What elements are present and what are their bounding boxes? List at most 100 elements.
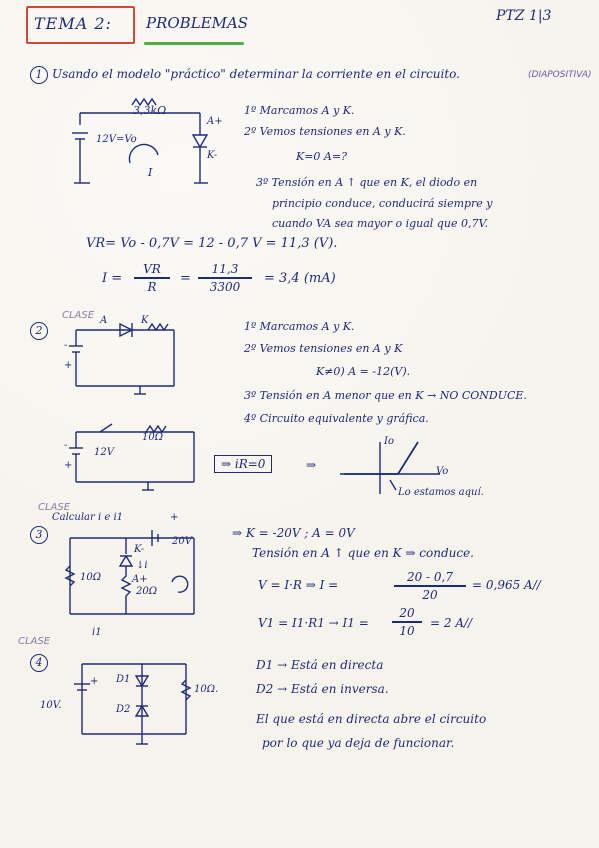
- graph-curve: [344, 441, 419, 475]
- c3-loop: [171, 575, 189, 593]
- c2-plus: +: [64, 360, 73, 371]
- p3-eq1-rhs: = 0,965 A//: [472, 578, 541, 592]
- page-subtitle: PROBLEMAS: [146, 14, 249, 32]
- p3-eq1-num: 20 - 0,7: [406, 570, 454, 584]
- p2-step-2: 2º Vemos tensiones en A y K: [244, 342, 403, 355]
- p1-step-6: cuando VA sea mayor o igual que 0,7V.: [272, 217, 488, 230]
- p3-eq2-rhs: = 2 A//: [430, 616, 473, 630]
- p4-line-1: D1 → Está en directa: [256, 658, 384, 672]
- p4-line-3: El que está en directa abre el circuito: [256, 712, 487, 726]
- p3-line-1: ⇒ K = -20V ; A = 0V: [232, 526, 355, 540]
- p3-eq1-den: 20: [422, 587, 438, 602]
- p1-step-3: K=0 A=?: [296, 150, 347, 163]
- c2e-open-switch: [99, 423, 113, 433]
- c3-plus: +: [170, 512, 179, 523]
- graph-note: Lo estamos aquí.: [398, 487, 484, 498]
- p1-eq-2-rhs: = 3,4 (mA): [264, 271, 336, 286]
- p4-clase: CLASE: [18, 636, 51, 647]
- circuit-1: [72, 97, 209, 184]
- circuit-2: [69, 322, 175, 395]
- circuit-4: [74, 663, 192, 745]
- c1-diode: [191, 134, 209, 149]
- c4-r-label: 10Ω.: [194, 684, 219, 695]
- p1-frac-2-den: 3300: [209, 279, 241, 294]
- c3-i-label: ↓i: [136, 560, 148, 571]
- p4-line-2: D2 → Está en inversa.: [256, 682, 389, 696]
- problem-3-number: 3: [30, 526, 48, 544]
- c3-i1-label: i1: [92, 627, 102, 638]
- p1-eq-1: VR= Vo - 0,7V = 12 - 0,7 V = 11,3 (V).: [86, 236, 338, 251]
- p3-clase: CLASE: [38, 502, 71, 513]
- p1-frac-1: VR R: [134, 262, 170, 294]
- c1-loop-label: I: [148, 166, 153, 179]
- c4-resistor: [180, 679, 192, 701]
- c1-k-label: K-: [207, 150, 218, 161]
- p3-eq2-den: 10: [399, 623, 415, 638]
- p1-step-5: principio conduce, conducirá siempre y: [272, 197, 493, 210]
- c1-vsrc-label: 12V=Vo: [96, 134, 137, 145]
- c1-a-label: A+: [207, 116, 223, 127]
- c2e-minus: -: [64, 440, 68, 451]
- problem-1-statement: Usando el modelo "práctico" determinar l…: [52, 67, 460, 81]
- subtitle-underline: [144, 42, 244, 45]
- p1-frac-2: 11,3 3300: [198, 262, 252, 294]
- title-box: [26, 6, 135, 44]
- page-code: PTZ 1|3: [496, 8, 552, 24]
- p3-label: Calcular i e i1: [52, 512, 124, 523]
- p1-frac-1-den: R: [147, 279, 157, 294]
- p1-eq-2-lhs: I =: [102, 271, 123, 286]
- c1-loop-arrow: [128, 143, 159, 164]
- p1-step-1: 1º Marcamos A y K.: [244, 104, 355, 117]
- circuit-2-equivalent: [69, 423, 195, 491]
- c1-resistor: [131, 97, 157, 107]
- p2-graph: [340, 441, 440, 494]
- c4-d1-label: D1: [116, 674, 131, 685]
- c3-res-1: [64, 565, 76, 587]
- p2-step-5: 4º Circuito equivalente y gráfica.: [244, 412, 429, 425]
- graph-pointer: [389, 479, 397, 491]
- problem-2-number: 2: [30, 322, 48, 340]
- c3-r2-label: 20Ω: [136, 586, 158, 597]
- p2-result: ⇒ iR=0: [214, 455, 273, 473]
- c4-d1: [134, 675, 150, 688]
- c2e-plus: +: [64, 460, 73, 471]
- p3-eq1-lhs: V = I·R ⇒ I =: [258, 578, 339, 592]
- p1-frac-1-num: VR: [143, 262, 161, 276]
- problem-1-note: (DIAPOSITIVA): [528, 70, 592, 80]
- graph-y-label: Io: [384, 436, 394, 447]
- p1-frac-2-num: 11,3: [211, 262, 239, 276]
- p2-step-3: K≠0) A = -12(V).: [316, 365, 411, 378]
- p1-step-4: 3º Tensión en A ↑ que en K, el diodo en: [256, 176, 478, 189]
- p3-eq2-num: 20: [399, 606, 415, 620]
- c2-a-label: A: [100, 315, 108, 326]
- p4-line-4: por lo que ya deja de funcionar.: [262, 736, 455, 750]
- p2-arrow: ⇒: [306, 458, 317, 472]
- p2-step-1: 1º Marcamos A y K.: [244, 320, 355, 333]
- c4-plus: +: [90, 676, 99, 687]
- circuit-3: [64, 530, 195, 615]
- c2e-vsrc-label: 12V: [94, 447, 114, 458]
- p2-clase: CLASE: [62, 310, 95, 321]
- c4-d2-label: D2: [116, 704, 131, 715]
- p1-eq-2-mid: =: [180, 271, 191, 286]
- c4-v-label: 10V.: [40, 700, 62, 711]
- c2e-resistor: [145, 424, 167, 434]
- c2e-res-label: 10Ω: [142, 432, 164, 443]
- c3-a-label: A+: [132, 574, 148, 585]
- c2-k-label: K: [141, 315, 149, 326]
- c3-diode: [118, 554, 134, 567]
- p3-eq1-frac: 20 - 0,7 20: [394, 570, 466, 602]
- problem-1-number: 1: [30, 66, 48, 84]
- p3-eq2-frac: 20 10: [392, 606, 422, 638]
- c3-r1-label: 10Ω: [80, 572, 102, 583]
- page-title: TEMA 2:: [34, 14, 112, 33]
- p3-line-2: Tensión en A ↑ que en K ⇒ conduce.: [252, 546, 474, 560]
- c3-v-label: 20V: [172, 536, 192, 547]
- c2-minus: -: [64, 340, 68, 351]
- p3-eq2-lhs: V1 = I1·R1 → I1 =: [258, 616, 369, 630]
- problem-4-number: 4: [30, 654, 48, 672]
- graph-x-label: Vo: [436, 466, 449, 477]
- c4-d2: [134, 704, 150, 717]
- p1-step-2: 2º Vemos tensiones en A y K.: [244, 125, 406, 138]
